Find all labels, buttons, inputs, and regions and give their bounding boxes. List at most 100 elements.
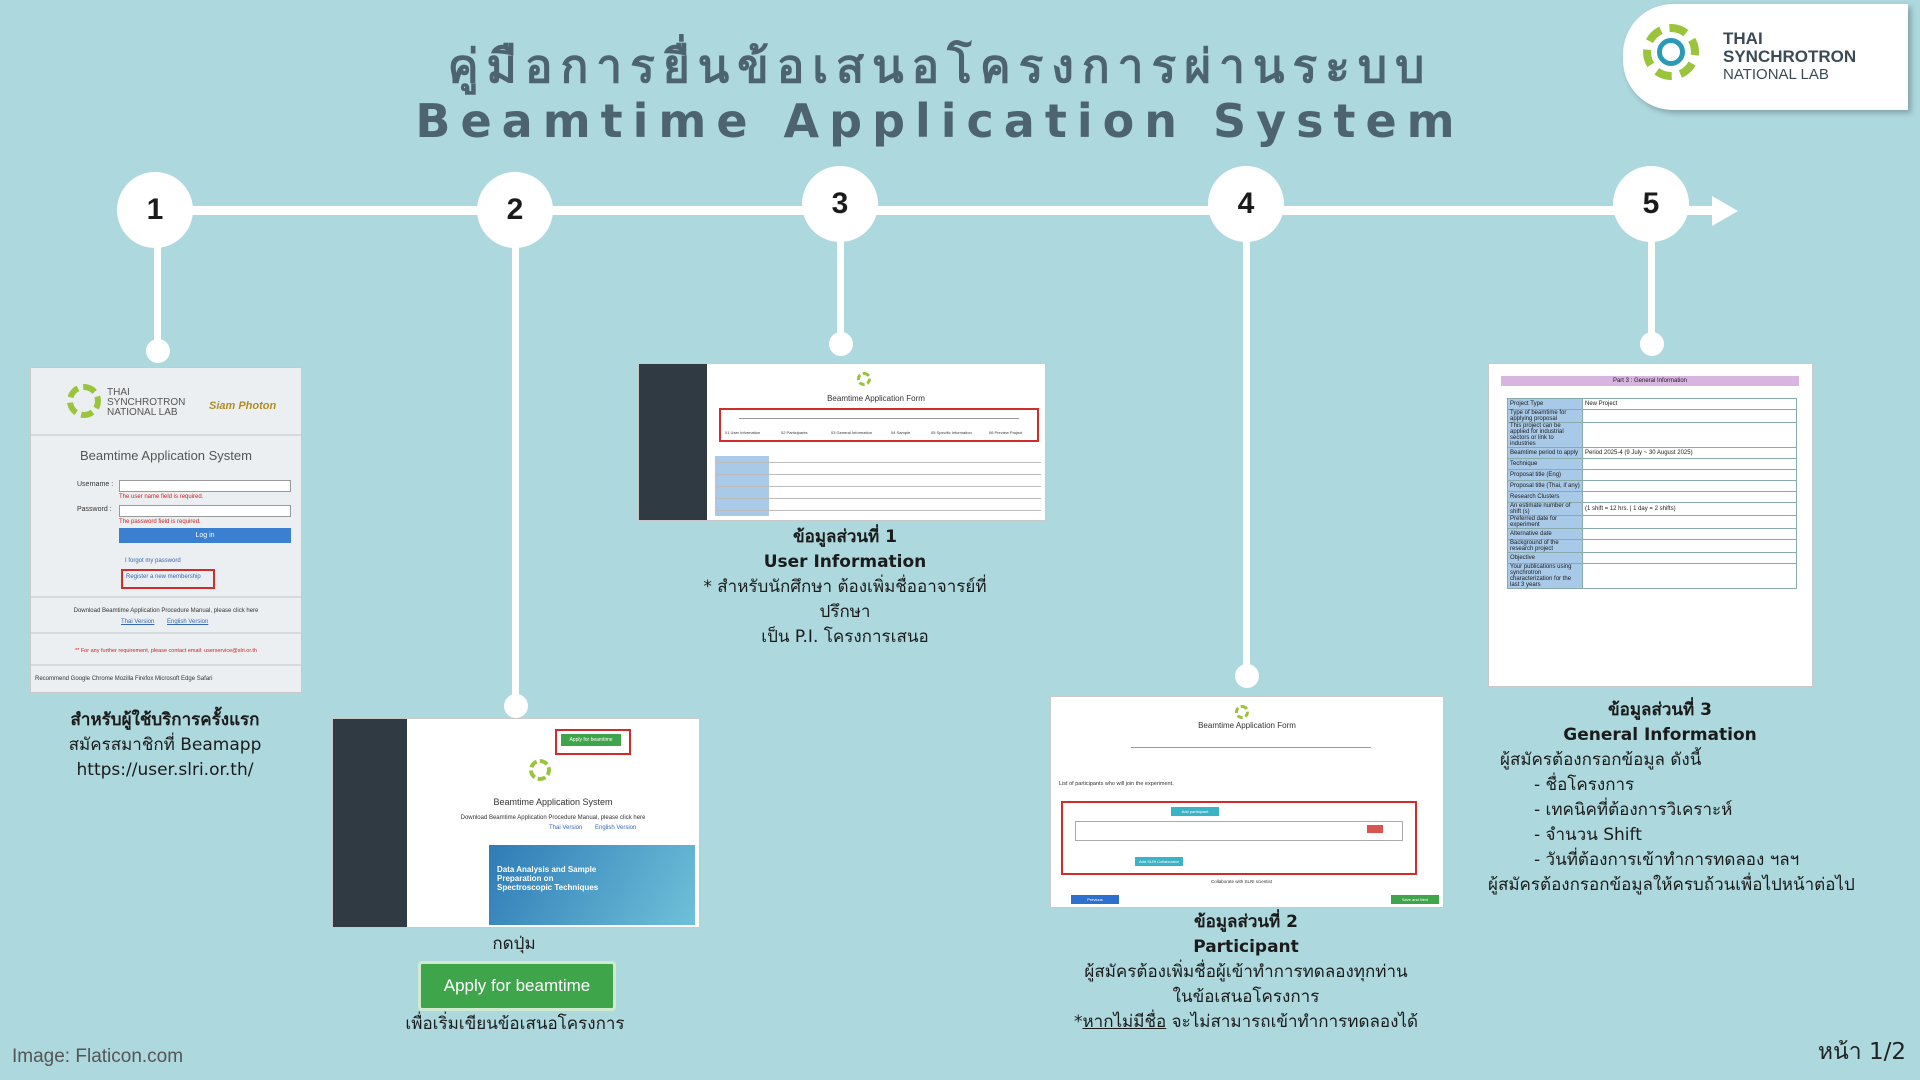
thai-synchrotron-logo: THAI SYNCHROTRON NATIONAL LAB xyxy=(1623,4,1908,110)
logo-text: THAI SYNCHROTRON NATIONAL LAB xyxy=(1723,30,1856,84)
row-value: New Project xyxy=(1582,398,1797,410)
table-row: Proposal title (Thai, if any) xyxy=(1507,480,1797,492)
step5-caption-intro: ผู้สมัครต้องกรอกข้อมูล ดังนี้ xyxy=(1500,750,1702,770)
mini-collab-button: Add SLRI Collaborator xyxy=(1135,857,1183,866)
synchrotron-logo-icon xyxy=(857,372,871,386)
participant-highlight-box xyxy=(1061,801,1417,875)
step5-bullet-3: - จำนวน Shift xyxy=(1534,825,1642,845)
step5-bullet-2: - เทคนิคที่ต้องการวิเคราะห์ xyxy=(1534,800,1733,820)
table-row: Your publications using synchrotron char… xyxy=(1507,563,1797,589)
mini-contact-text: ** For any further requirement, please c… xyxy=(75,648,257,654)
synchrotron-core-icon xyxy=(1657,38,1685,66)
step4-participant-screenshot: Beamtime Application Form List of partic… xyxy=(1050,696,1444,908)
mini-brand: THAI SYNCHROTRON NATIONAL LAB xyxy=(107,387,186,418)
step2-dot xyxy=(504,694,528,718)
row-label: Beamtime period to apply xyxy=(1507,447,1583,459)
table-row: Technique xyxy=(1507,458,1797,470)
mini-browsers: Recommend Google Chrome Mozilla Firefox … xyxy=(35,676,213,682)
logo-line3: NATIONAL LAB xyxy=(1723,66,1829,83)
mini-username-error: The user name field is required. xyxy=(119,494,204,500)
row-label: Project Type xyxy=(1507,398,1583,410)
table-row: Preferred date for experiment xyxy=(1507,515,1797,529)
mini-download-text: Download Beamtime Application Procedure … xyxy=(460,815,646,821)
row-label: Preferred date for experiment xyxy=(1507,515,1583,529)
step5-connector xyxy=(1648,240,1655,340)
step3-caption-title-th: ข้อมูลส่วนที่ 1 xyxy=(793,527,897,547)
step3-user-info-screenshot: Beamtime Application Form 01 User Inform… xyxy=(638,363,1046,521)
step1-caption-title: สำหรับผู้ใช้บริการครั้งแรก xyxy=(70,710,260,730)
row-label: Your publications using synchrotron char… xyxy=(1507,563,1583,589)
apply-highlight-box xyxy=(555,729,631,755)
form-steps-highlight-box xyxy=(719,408,1039,442)
step3-caption-note2: เป็น P.I. โครงการเสนอ xyxy=(761,627,929,647)
step2-dashboard-screenshot: Apply for beamtime Beamtime Application … xyxy=(332,718,700,928)
step4-caption-title-th: ข้อมูลส่วนที่ 2 xyxy=(1194,912,1298,932)
step4-caption-title-en: Participant xyxy=(1193,937,1299,957)
row-value xyxy=(1582,539,1797,553)
page-title-english: Beamtime Application System xyxy=(415,94,1465,148)
mini-step-3: 03 General Information xyxy=(831,430,872,435)
step-marker-1: 1 xyxy=(117,172,193,248)
step5-bullet-4: - วันที่ต้องการเข้าทำการทดลอง ฯลฯ xyxy=(1534,850,1800,870)
step-marker-2: 2 xyxy=(477,172,553,248)
step5-caption-title-th: ข้อมูลส่วนที่ 3 xyxy=(1608,700,1712,720)
row-value xyxy=(1582,563,1797,589)
step1-login-screenshot: THAI SYNCHROTRON NATIONAL LAB Siam Photo… xyxy=(30,367,302,693)
mini-list-text: List of participants who will join the e… xyxy=(1059,781,1174,787)
step1-dot xyxy=(146,339,170,363)
step5-general-info-screenshot: Part 3 : General Information Project Typ… xyxy=(1488,363,1813,687)
row-value xyxy=(1582,552,1797,564)
step5-caption: ข้อมูลส่วนที่ 3 General Information ผู้ส… xyxy=(1480,698,1855,898)
mini-apply-button: Apply for beamtime xyxy=(561,734,621,746)
step5-bullet-1: - ชื่อโครงการ xyxy=(1534,775,1635,795)
table-row: An estimate number of shift (s)(1 shift … xyxy=(1507,502,1797,516)
row-value xyxy=(1582,422,1797,448)
table-row: Research Clusters xyxy=(1507,491,1797,503)
row-value xyxy=(1582,458,1797,470)
row-value xyxy=(1582,480,1797,492)
table-row: Proposal title (Eng) xyxy=(1507,469,1797,481)
mini-sidebar xyxy=(333,719,407,927)
row-label: Type of beamtime for applying proposal xyxy=(1507,409,1583,423)
mini-username-input xyxy=(119,480,291,492)
row-label: Proposal title (Eng) xyxy=(1507,469,1583,481)
mini-register-link: Register a new membership xyxy=(126,574,201,580)
synchrotron-logo-icon xyxy=(1235,705,1249,719)
mini-password-label: Password : xyxy=(77,506,112,513)
mini-participant-table xyxy=(1075,821,1403,841)
step2-caption-bottom: เพื่อเริ่มเขียนข้อเสนอโครงการ xyxy=(405,1014,625,1034)
row-label: Objective xyxy=(1507,552,1583,564)
warning-prefix: * xyxy=(1073,1012,1083,1032)
mini-step-6: 06 Preview Project xyxy=(989,430,1023,435)
synchrotron-ring-icon xyxy=(1643,24,1699,80)
mini-step-1: 01 User Information xyxy=(725,430,761,435)
mini-step-2: 02 Participants xyxy=(781,430,808,435)
register-highlight-box xyxy=(121,569,215,589)
synchrotron-logo-icon xyxy=(529,759,551,781)
timeline-line xyxy=(150,206,1718,215)
row-label: Background of the research project xyxy=(1507,539,1583,553)
step3-connector xyxy=(837,240,844,340)
mini-step-4: 04 Sample xyxy=(891,430,911,435)
mini-app-title: Beamtime Application System xyxy=(493,797,613,807)
step5-caption-last: ผู้สมัครต้องกรอกข้อมูลให้ครบถ้วนเพื่อไปห… xyxy=(1488,875,1855,895)
mini-password-input xyxy=(119,505,291,517)
mini-part3-header: Part 3 : General Information xyxy=(1501,376,1799,386)
table-row: Type of beamtime for applying proposal xyxy=(1507,409,1797,423)
mini-password-error: The password field is required. xyxy=(119,519,201,525)
mini-step-5: 05 Specific Information xyxy=(931,430,972,435)
step5-caption-title-en: General Information xyxy=(1563,725,1757,745)
mini-event-banner: Data Analysis and Sample Preparation on … xyxy=(489,845,695,925)
warning-rest: จะไม่สามารถเข้าทำการทดลองได้ xyxy=(1166,1012,1419,1032)
timeline-arrow-icon xyxy=(1712,196,1738,226)
step3-caption: ข้อมูลส่วนที่ 1 User Information * สำหรั… xyxy=(680,525,1010,650)
row-value xyxy=(1582,515,1797,529)
mini-thai-version: Thai Version xyxy=(121,619,155,625)
mini-english-version: English Version xyxy=(595,825,637,831)
mini-form-title: Beamtime Application Form xyxy=(1198,721,1296,730)
row-value: Period 2025-4 (9 July ~ 30 August 2025) xyxy=(1582,447,1797,459)
page-title-thai: คู่มือการยื่นข้อเสนอโครงการผ่านระบบ xyxy=(447,39,1433,93)
step1-caption-line2: สมัครสมาชิกที่ Beamapp xyxy=(68,735,262,755)
apply-for-beamtime-button: Apply for beamtime xyxy=(418,961,616,1011)
row-value xyxy=(1582,528,1797,540)
